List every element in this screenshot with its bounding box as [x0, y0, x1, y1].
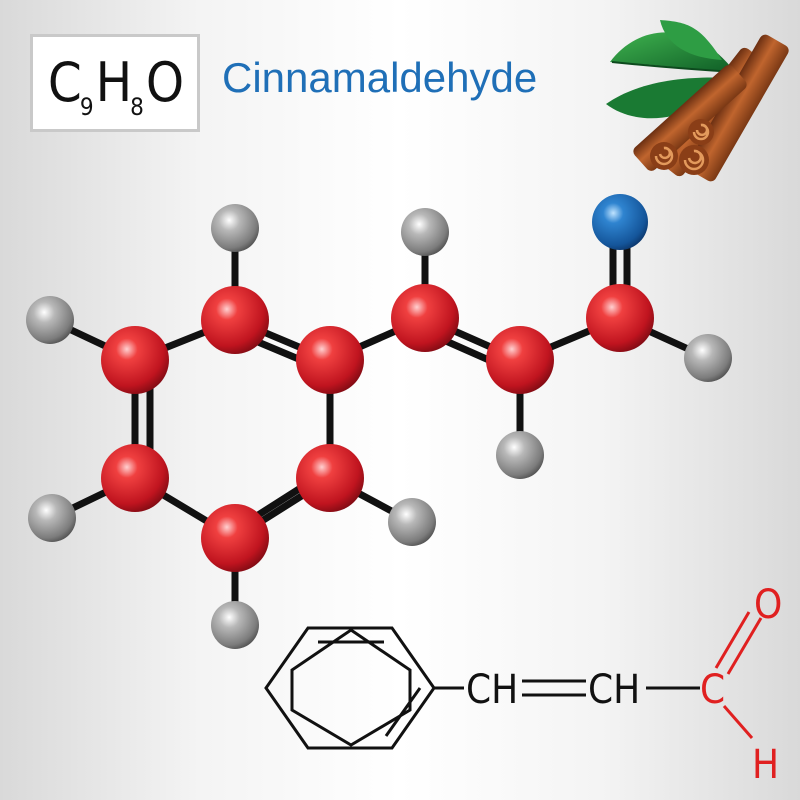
carbon-atom: [101, 326, 169, 394]
oxygen-atom: [592, 194, 648, 250]
compound-name-title: Cinnamaldehyde: [222, 54, 538, 101]
leaf: [610, 32, 735, 72]
carbon-atom: [296, 444, 364, 512]
hydrogen-atom: [496, 431, 544, 479]
leaf: [606, 77, 730, 119]
ball-and-stick-model: [26, 194, 732, 649]
hydrogen-atom: [684, 334, 732, 382]
benzene-ring: [290, 628, 412, 747]
hydrogen-atom: [26, 296, 74, 344]
carbonyl-carbon-label: C: [700, 667, 725, 713]
carbon-atom: [101, 444, 169, 512]
aldehyde-bonds: [714, 611, 763, 739]
carbon-atom: [296, 326, 364, 394]
hydrogen-atom: [28, 494, 76, 542]
cinnamon-sticks-icon: [633, 34, 789, 182]
hydrogen-atom: [211, 601, 259, 649]
leaf: [660, 20, 722, 60]
molecular-formula-box: C9H8O: [30, 34, 200, 132]
hydrogen-atom: [211, 204, 259, 252]
ch-group-1: CH: [466, 667, 518, 713]
cinnamon-leaves-icon: [606, 20, 736, 119]
hydrogen-atom: [388, 498, 436, 546]
carbon-atom: [586, 284, 654, 352]
benzene-hexagon: [264, 626, 436, 750]
hydrogen-atom: [401, 208, 449, 256]
aldehyde-hydrogen-label: H: [752, 742, 779, 788]
carbon-atom: [201, 504, 269, 572]
carbon-atom: [486, 326, 554, 394]
carbon-atom: [201, 286, 269, 354]
carbonyl-oxygen-label: O: [754, 582, 782, 628]
structural-formula: CH CH C O H: [264, 582, 782, 788]
ch-group-2: CH: [588, 667, 640, 713]
carbon-atom: [391, 284, 459, 352]
molecular-formula: C9H8O: [47, 51, 184, 121]
